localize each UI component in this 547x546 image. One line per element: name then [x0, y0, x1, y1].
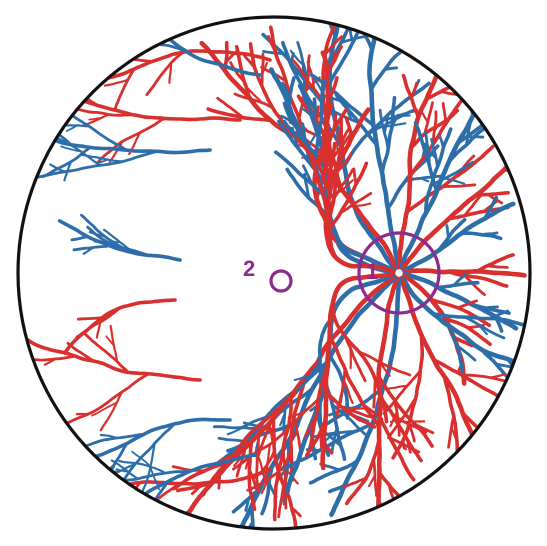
artery-vessel	[474, 438, 481, 441]
artery-vessel	[480, 429, 482, 437]
artery-vessel	[76, 96, 84, 97]
artery-vessel	[92, 81, 96, 82]
artery-vessel	[337, 132, 338, 152]
fovea-label: 2	[243, 256, 255, 281]
artery-vessel	[443, 185, 475, 187]
artery-vessel	[122, 54, 133, 59]
vein-vessel	[344, 16, 348, 23]
artery-vessel	[404, 421, 424, 422]
optic-disc-label: 1	[366, 259, 378, 284]
vein-vessel	[151, 39, 157, 44]
vein-vessel	[82, 457, 90, 459]
artery-vessel	[75, 98, 79, 100]
artery-vessel	[341, 119, 343, 155]
